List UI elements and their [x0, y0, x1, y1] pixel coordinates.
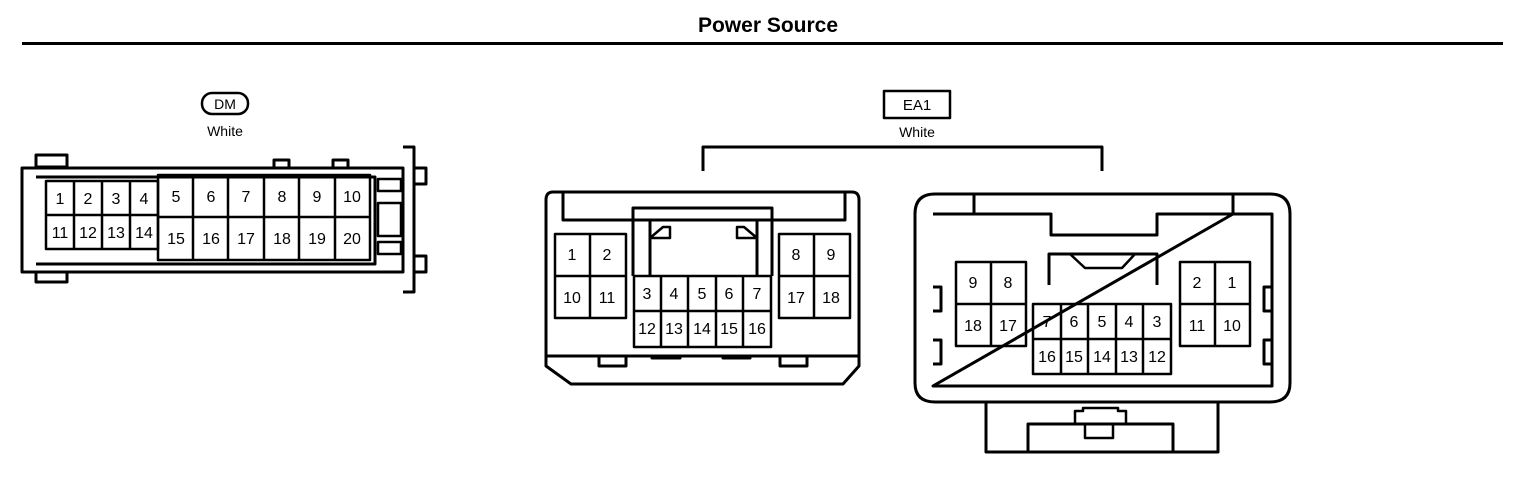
dm-pin: 9 [313, 189, 322, 206]
ea1-left-pin: 4 [670, 286, 679, 303]
dm-pin: 4 [140, 191, 149, 208]
dm-pin: 15 [167, 231, 185, 248]
ea1-left-pin: 10 [563, 290, 581, 307]
connector-ea1-badge [882, 89, 952, 120]
dm-pin: 19 [308, 231, 326, 248]
dm-pin: 2 [84, 191, 93, 208]
ea1-right-pin: 16 [1038, 349, 1056, 366]
ea1-left-pin: 17 [787, 290, 805, 307]
dm-pin: 12 [79, 225, 97, 242]
ea1-left-pin: 3 [643, 286, 652, 303]
ea1-left-pin: 13 [665, 321, 683, 338]
dm-pin: 5 [172, 189, 181, 206]
ea1-right-pin: 7 [1043, 314, 1052, 331]
dm-pin: 18 [273, 231, 291, 248]
ea1-right-pin: 14 [1093, 349, 1111, 366]
ea1-right-pin: 17 [999, 318, 1017, 335]
ea1-right-pin: 8 [1004, 275, 1013, 292]
ea1-right-pin: 5 [1098, 314, 1107, 331]
ea1-left-pin: 15 [720, 321, 738, 338]
connector-dm-color: White [207, 123, 243, 139]
ea1-left-pin: 1 [568, 247, 577, 264]
ea1-left-pin: 12 [638, 321, 656, 338]
connector-ea1-left: 1 2 10 11 3 4 5 6 7 12 13 14 15 16 8 9 1… [544, 190, 861, 386]
ea1-right-pin: 13 [1120, 349, 1138, 366]
connector-ea1-label: EA1 [903, 97, 931, 114]
ea1-left-pin: 5 [698, 286, 707, 303]
ea1-left-pin: 7 [753, 286, 762, 303]
connector-dm-badge [200, 91, 250, 116]
connector-ea1-right: 9 8 18 17 7 6 5 4 3 16 15 14 13 12 2 1 1… [913, 192, 1292, 454]
dm-pin: 3 [112, 191, 121, 208]
ea1-right-pin: 6 [1070, 314, 1079, 331]
ea1-right-pin: 1 [1228, 275, 1237, 292]
dm-pin: 16 [202, 231, 220, 248]
dm-pin: 13 [107, 225, 125, 242]
ea1-left-pin: 16 [748, 321, 766, 338]
ea1-right-pin: 11 [1189, 318, 1206, 335]
connector-dm: DM White [20, 91, 428, 294]
dm-pin: 7 [242, 189, 251, 206]
dm-pin: 14 [135, 225, 153, 242]
ea1-left-pin: 9 [827, 247, 836, 264]
ea1-right-pin: 9 [969, 275, 978, 292]
ea1-right-pin: 3 [1153, 314, 1162, 331]
connector-ea1-left-housing [544, 190, 861, 386]
ea1-left-pin: 11 [599, 290, 616, 307]
ea1-left-pin: 2 [603, 247, 612, 264]
connector-ea1-right-housing [913, 192, 1292, 454]
dm-pin: 17 [237, 231, 255, 248]
dm-pin: 20 [343, 231, 361, 248]
ea1-left-pin: 18 [822, 290, 840, 307]
diagram-title: Power Source [697, 14, 839, 37]
dm-pin: 11 [52, 225, 69, 242]
ea1-right-pin: 10 [1223, 318, 1241, 335]
connector-ea1-color: White [899, 124, 935, 140]
ea1-left-pin: 6 [725, 286, 734, 303]
ea1-right-pin: 15 [1065, 349, 1083, 366]
title-divider [22, 42, 1503, 45]
ea1-right-pin: 4 [1125, 314, 1134, 331]
ea1-left-pin: 8 [792, 247, 801, 264]
ea1-right-pin: 12 [1148, 349, 1166, 366]
connector-ea1-bracket [701, 145, 1104, 171]
connector-ea1-header: EA1 White [701, 89, 1104, 171]
ea1-left-pin: 14 [693, 321, 711, 338]
dm-pin: 1 [56, 191, 65, 208]
dm-pin: 8 [278, 189, 287, 206]
dm-pin: 10 [343, 189, 361, 206]
connector-dm-label: DM [214, 96, 236, 112]
dm-pin: 6 [207, 189, 216, 206]
ea1-right-pin: 2 [1193, 275, 1202, 292]
connector-dm-housing [20, 145, 428, 294]
ea1-right-pin: 18 [964, 318, 982, 335]
